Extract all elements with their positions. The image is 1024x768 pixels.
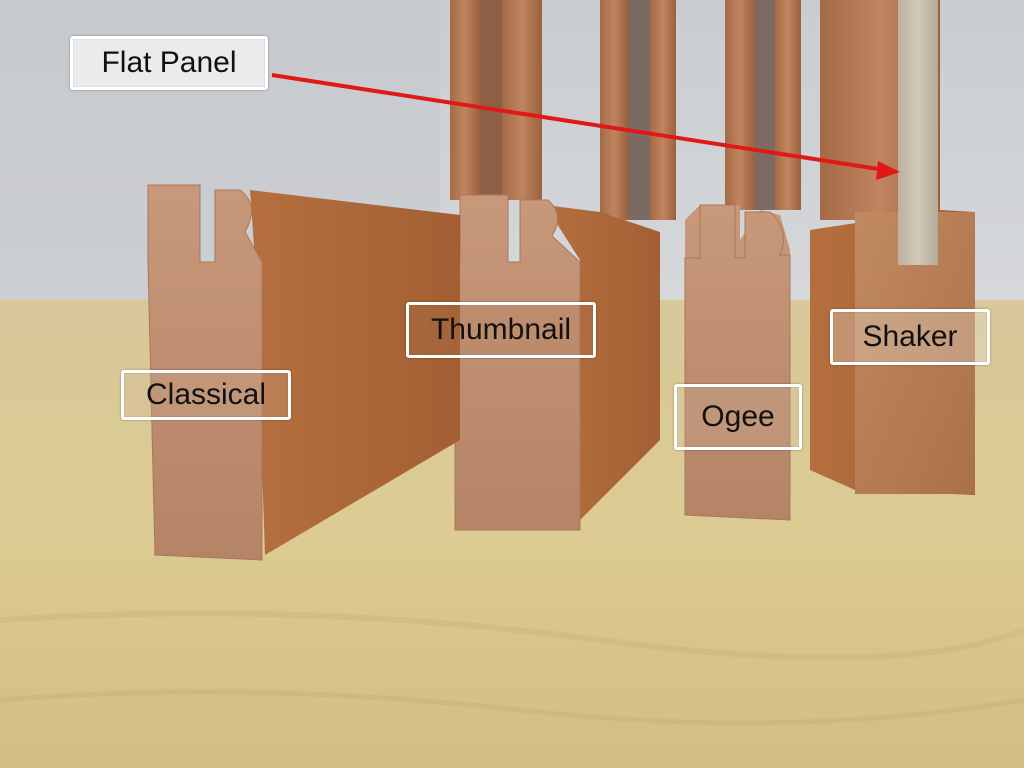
label-shaker: Shaker [830,309,990,365]
label-flat-panel: Flat Panel [70,36,268,90]
arrow-to-flat-panel [271,73,900,180]
flat-panel-board [898,0,938,265]
table-grain [0,610,1024,661]
label-thumbnail: Thumbnail [406,302,596,358]
table-grain-2 [0,689,1024,726]
label-ogee: Ogee [674,384,802,450]
thumbnail-rail [454,194,660,531]
shaker-rail [810,0,975,495]
ogee-rail [684,204,791,521]
label-classical: Classical [121,370,291,420]
door-frames [450,0,940,220]
